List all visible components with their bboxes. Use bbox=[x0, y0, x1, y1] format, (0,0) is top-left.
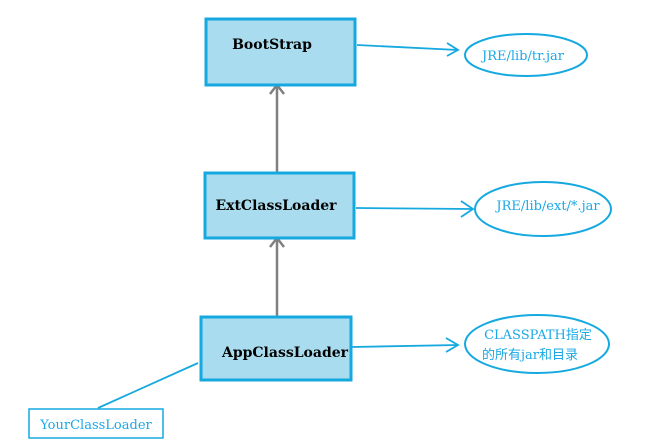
node-app-classloader: AppClassLoader bbox=[199, 315, 353, 382]
node-ext-classloader-label: ExtClassLoader bbox=[215, 198, 337, 214]
path-app-label-line1: CLASSPATH指定 bbox=[484, 328, 592, 343]
connector-your-to-app bbox=[97, 362, 199, 409]
path-bootstrap: JRE/lib/tr.jar bbox=[464, 33, 588, 77]
node-bootstrap: BootStrap bbox=[204, 17, 357, 87]
path-app-label-line2: 的所有jar和目录 bbox=[482, 347, 578, 363]
path-ext: JRE/lib/ext/*.jar bbox=[474, 181, 612, 237]
delegation-arrow-app-to-ext bbox=[269, 235, 285, 316]
delegation-arrow-ext-to-bootstrap bbox=[269, 82, 285, 173]
node-your-classloader-label: YourClassLoader bbox=[39, 418, 152, 433]
node-ext-classloader: ExtClassLoader bbox=[203, 171, 356, 240]
path-ext-label: JRE/lib/ext/*.jar bbox=[494, 199, 600, 214]
arrow-ext-to-path bbox=[355, 200, 475, 218]
node-your-classloader: YourClassLoader bbox=[28, 408, 164, 439]
node-app-classloader-label: AppClassLoader bbox=[221, 345, 349, 361]
path-app: CLASSPATH指定 的所有jar和目录 bbox=[464, 314, 610, 374]
arrow-bootstrap-to-path bbox=[356, 42, 460, 57]
node-bootstrap-label: BootStrap bbox=[232, 37, 312, 53]
arrow-app-to-path bbox=[351, 337, 460, 353]
path-bootstrap-label: JRE/lib/tr.jar bbox=[480, 49, 565, 64]
